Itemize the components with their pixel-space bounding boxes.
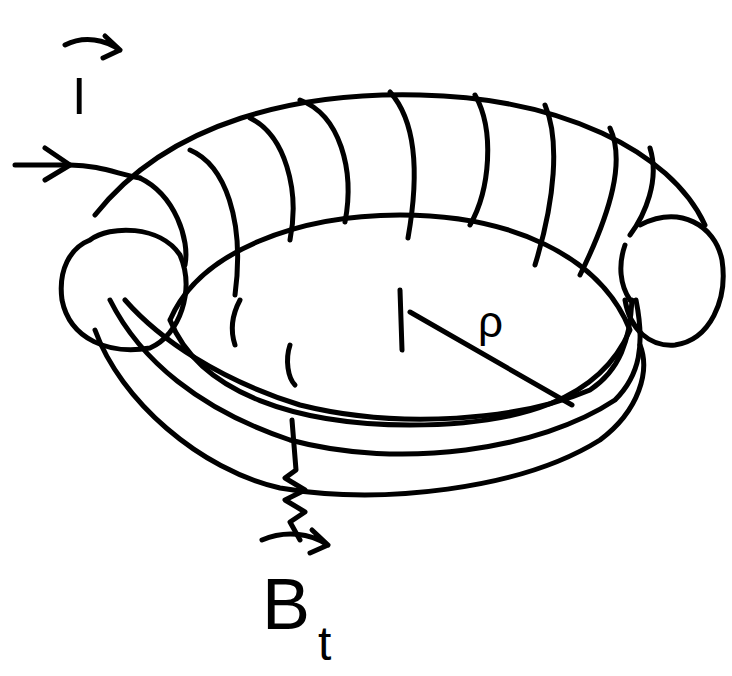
current-label: I [72, 70, 86, 122]
field-label: B [262, 568, 310, 640]
radius-label: ρ [478, 300, 503, 344]
field-subscript: t [318, 620, 331, 668]
